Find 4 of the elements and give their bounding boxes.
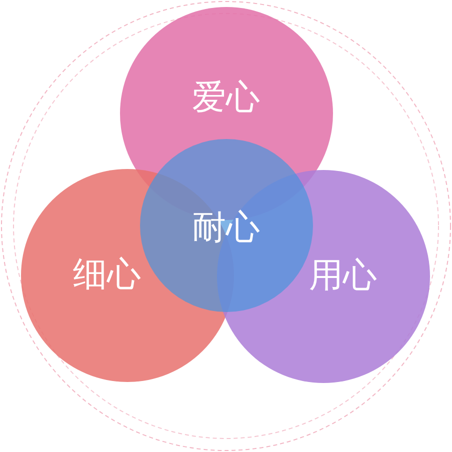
circle-label: 爱心 [192,79,260,117]
circle-label: 细心 [73,256,141,294]
circle-label: 用心 [309,257,377,295]
circle-label: 耐心 [192,209,260,247]
